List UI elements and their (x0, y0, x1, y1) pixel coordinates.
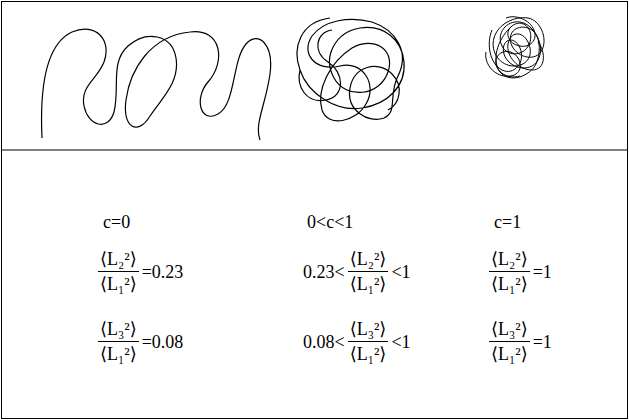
ratio-fraction: ⟨L₃²⟩⟨L₁²⟩ (98, 318, 139, 365)
relation-text: 0.08< (303, 331, 345, 353)
relation-text: =1 (533, 331, 552, 353)
relation-text: c=1 (494, 211, 521, 233)
fraction-denominator: ⟨L₁²⟩ (348, 342, 389, 365)
relation-text: <1 (391, 261, 410, 283)
relation-text: =0.23 (142, 261, 184, 283)
ratio-fraction: ⟨L₃²⟩⟨L₁²⟩ (348, 318, 389, 365)
ratio-fraction: ⟨L₂²⟩⟨L₁²⟩ (98, 248, 139, 295)
fraction-denominator: ⟨L₁²⟩ (489, 272, 530, 295)
ratio-fraction: ⟨L₂²⟩⟨L₁²⟩ (489, 248, 530, 295)
collapsed-chain (486, 17, 544, 78)
fraction-numerator: ⟨L₃²⟩ (348, 318, 389, 342)
fraction-numerator: ⟨L₃²⟩ (98, 318, 139, 342)
fraction-numerator: ⟨L₂²⟩ (348, 248, 389, 272)
relation-text: =0.08 (142, 331, 184, 353)
fraction-denominator: ⟨L₁²⟩ (489, 342, 530, 365)
partly-collapsed-chain (297, 18, 404, 121)
fraction-numerator: ⟨L₃²⟩ (489, 318, 530, 342)
ratio-fraction: ⟨L₃²⟩⟨L₁²⟩ (489, 318, 530, 365)
fraction-numerator: ⟨L₂²⟩ (98, 248, 139, 272)
separator-line (2, 150, 627, 151)
relation-text: c=0 (103, 211, 130, 233)
fraction-denominator: ⟨L₁²⟩ (98, 272, 139, 295)
relation-text: 0.23< (303, 261, 345, 283)
fraction-denominator: ⟨L₁²⟩ (98, 342, 139, 365)
relation-text: <1 (391, 331, 410, 353)
fraction-denominator: ⟨L₁²⟩ (348, 272, 389, 295)
open-chain (42, 29, 271, 140)
relation-text: 0<c<1 (307, 211, 353, 233)
ratio-fraction: ⟨L₂²⟩⟨L₁²⟩ (348, 248, 389, 295)
fraction-numerator: ⟨L₂²⟩ (489, 248, 530, 272)
relation-text: =1 (533, 261, 552, 283)
